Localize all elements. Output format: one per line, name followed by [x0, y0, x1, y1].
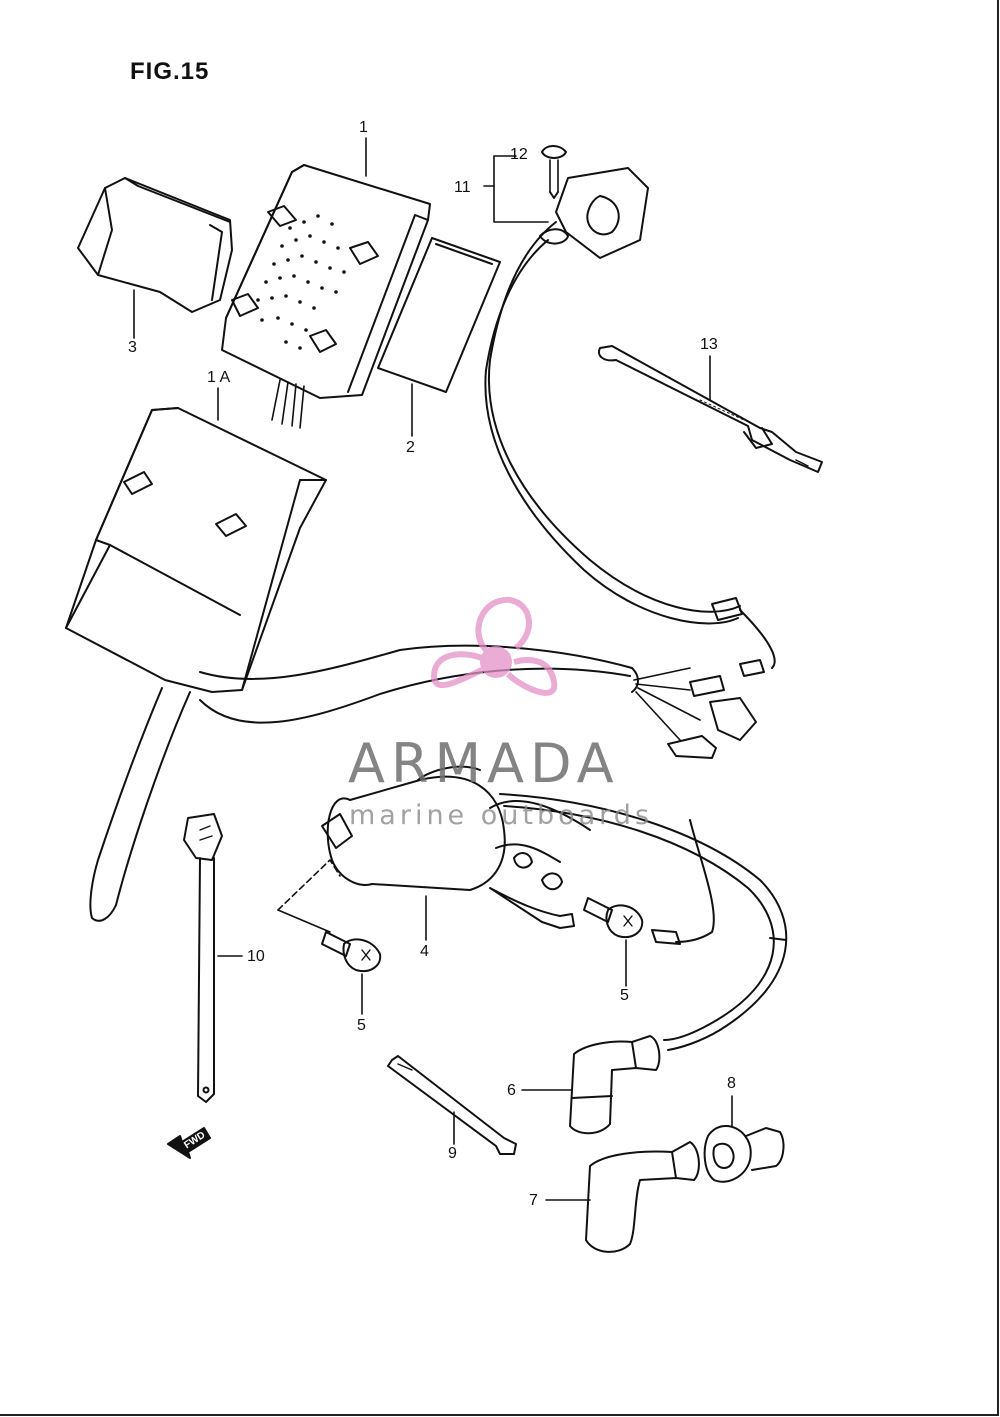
callout-6: 6 [507, 1082, 516, 1099]
leader-lines [133, 137, 733, 1201]
part-1-module [221, 164, 431, 429]
part-11-clamp [484, 167, 776, 669]
callout-12: 12 [510, 146, 528, 163]
part-6-plug-cap [569, 1035, 661, 1135]
watermark-tagline: marine outboards [349, 800, 654, 831]
part-8-grommet [703, 1125, 785, 1183]
part-13-tie [598, 345, 823, 473]
part-5-screw-right [583, 897, 644, 938]
callout-13: 13 [700, 336, 718, 353]
callout-9: 9 [448, 1145, 457, 1162]
module-vent-holes [256, 214, 346, 350]
callout-3: 3 [128, 339, 137, 356]
part-12-screw [541, 145, 567, 199]
callout-4: 4 [420, 943, 429, 960]
part-5-screw-left [321, 931, 382, 972]
watermark-propeller-logo [430, 596, 558, 696]
part-9-tie [387, 1055, 517, 1155]
figure-title: FIG.15 [130, 58, 210, 85]
watermark-brand-name: ARMADA [348, 732, 620, 795]
callout-1a: 1 A [207, 369, 231, 386]
part-1a-module [65, 407, 327, 693]
callout-2: 2 [406, 439, 415, 456]
high-tension-lead [499, 793, 788, 1051]
callout-8: 8 [727, 1075, 736, 1092]
part-3-strap [77, 177, 233, 313]
callout-11: 11 [454, 179, 471, 196]
callout-7: 7 [529, 1192, 538, 1209]
callout-10: 10 [247, 948, 265, 965]
part-7-plug-cap [585, 1141, 700, 1253]
callout-5-right: 5 [620, 987, 629, 1004]
part-4-coil [321, 765, 591, 929]
callout-5-left: 5 [357, 1017, 366, 1034]
part-10-tie [183, 813, 223, 1103]
part-2-pad [377, 237, 501, 393]
main-wire-harness [89, 644, 765, 922]
callout-1: 1 [359, 119, 368, 136]
fwd-arrow [167, 1127, 211, 1159]
